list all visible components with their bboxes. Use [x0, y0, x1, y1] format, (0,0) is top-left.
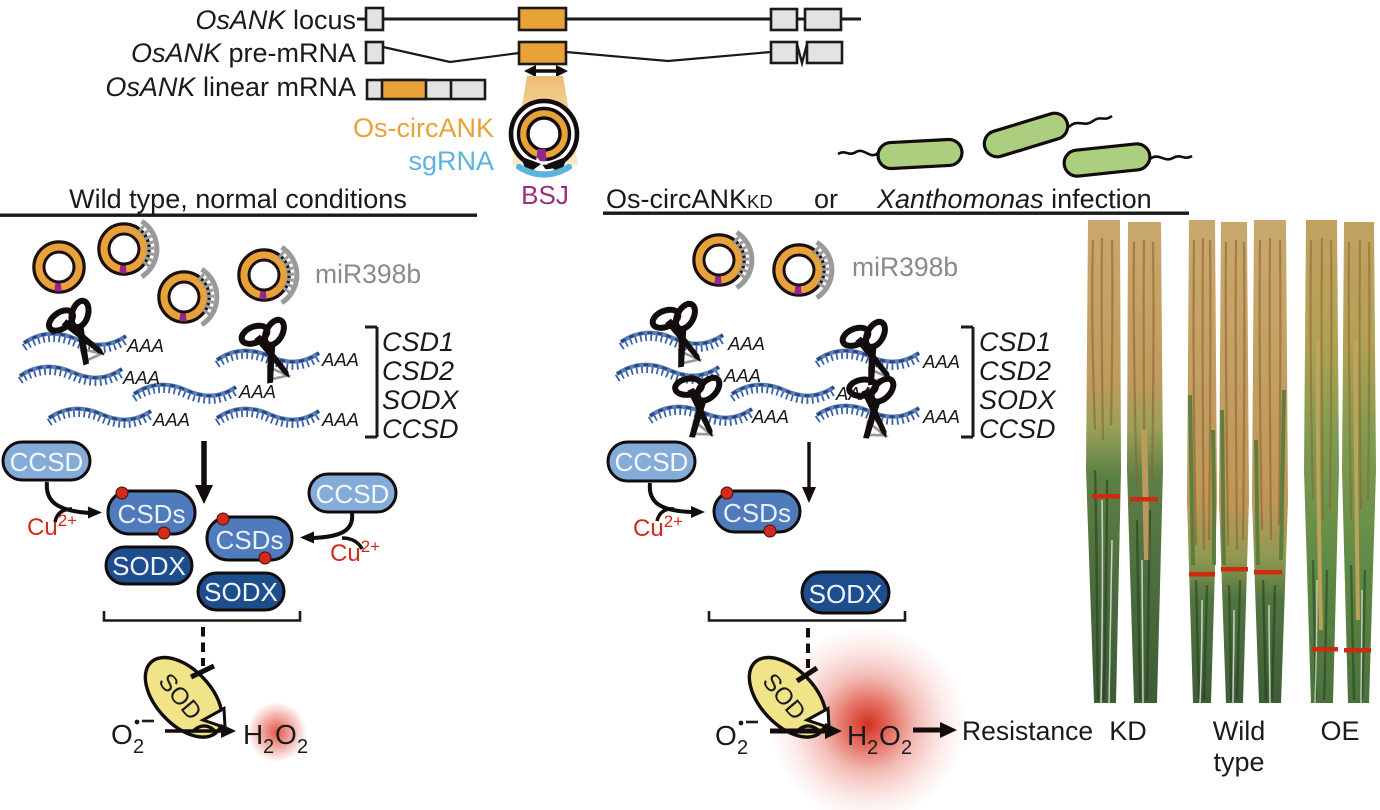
svg-text:2: 2 [133, 736, 144, 758]
svg-text:Wild type, normal conditions: Wild type, normal conditions [69, 184, 407, 214]
svg-text:SODX: SODX [809, 579, 883, 609]
svg-text:Resistance: Resistance [962, 716, 1093, 746]
svg-text:O: O [715, 720, 737, 751]
svg-text:CSD1: CSD1 [382, 327, 454, 357]
svg-text:SODX: SODX [382, 385, 460, 415]
svg-text:miR398b: miR398b [852, 252, 958, 282]
svg-text:AAA: AAA [727, 333, 765, 354]
svg-text:2: 2 [737, 737, 748, 759]
svg-text:Xanthomonas infection: Xanthomonas infection [876, 184, 1152, 214]
svg-text:CSDs: CSDs [723, 498, 791, 528]
svg-text:SODX: SODX [204, 577, 278, 607]
svg-text:AAA: AAA [238, 381, 276, 402]
svg-text:Wild: Wild [1213, 716, 1266, 746]
svg-text:CCSD: CCSD [382, 414, 459, 444]
svg-text:AAA: AAA [922, 406, 960, 427]
svg-text:Os-circANKKD: Os-circANKKD [606, 184, 773, 214]
svg-text:SODX: SODX [979, 385, 1057, 415]
svg-text:H: H [847, 720, 867, 751]
svg-text:AAA: AAA [126, 335, 164, 356]
svg-text:2: 2 [901, 737, 912, 759]
svg-text:or: or [814, 184, 838, 214]
svg-text:O: O [879, 720, 901, 751]
svg-text:O: O [111, 719, 133, 750]
svg-text:OE: OE [1320, 716, 1359, 746]
svg-text:CSD1: CSD1 [979, 327, 1051, 357]
svg-text:CCSD: CCSD [615, 447, 689, 477]
svg-text:CCSD: CCSD [979, 414, 1056, 444]
svg-text:CSDs: CSDs [118, 499, 186, 529]
svg-text:O: O [275, 719, 297, 750]
svg-text:CSD2: CSD2 [382, 356, 454, 386]
svg-text:2: 2 [297, 736, 308, 758]
svg-text:KD: KD [1109, 716, 1147, 746]
svg-text:OsANK pre-mRNA: OsANK pre-mRNA [131, 38, 356, 68]
svg-text:CCSD: CCSD [10, 447, 84, 477]
svg-text:AAA: AAA [152, 409, 190, 430]
svg-text:BSJ: BSJ [521, 180, 569, 210]
svg-text:2: 2 [263, 736, 274, 758]
svg-text:CSD2: CSD2 [979, 356, 1051, 386]
svg-text:AAA: AAA [122, 367, 160, 388]
svg-text:2: 2 [867, 737, 878, 759]
svg-text:type: type [1213, 747, 1264, 777]
svg-text:sgRNA: sgRNA [408, 146, 494, 176]
svg-text:miR398b: miR398b [315, 259, 421, 289]
svg-text:Os-circANK: Os-circANK [353, 113, 494, 143]
svg-text:OsANK locus: OsANK locus [195, 5, 356, 35]
svg-text:SODX: SODX [112, 551, 186, 581]
svg-text:AAA: AAA [321, 409, 359, 430]
svg-text:CCSD: CCSD [316, 479, 390, 509]
svg-text:AAA: AAA [321, 349, 359, 370]
svg-text:CSDs: CSDs [216, 525, 284, 555]
svg-text:H: H [243, 719, 263, 750]
svg-text:AAA: AAA [723, 365, 761, 386]
svg-text:AAA: AAA [751, 406, 789, 427]
svg-text:OsANK linear mRNA: OsANK linear mRNA [105, 72, 356, 102]
svg-text:AAA: AAA [922, 351, 960, 372]
